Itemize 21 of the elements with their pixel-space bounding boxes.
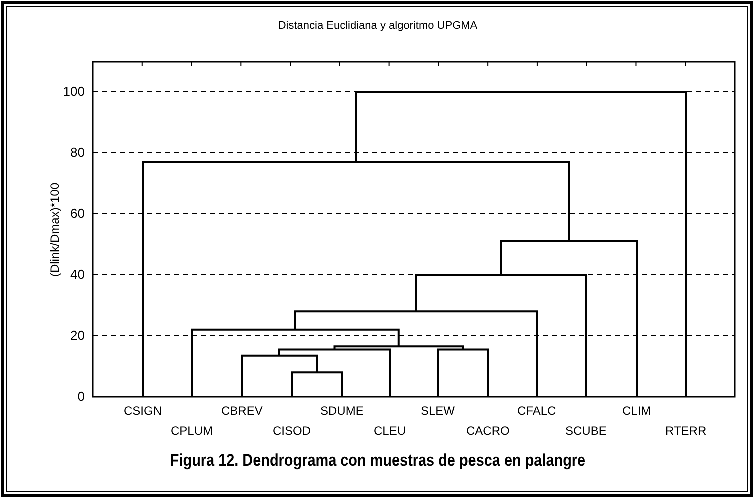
axis-tick-label: 20: [70, 328, 85, 343]
axis-tick-label: 60: [70, 206, 85, 221]
leaf-label: CSIGN: [124, 404, 162, 418]
leaf-label: RTERR: [666, 424, 707, 438]
chart-title: Distancia Euclidiana y algoritmo UPGMA: [277, 20, 479, 32]
leaf-label: CISOD: [273, 424, 312, 438]
axis-title: (Dlink/Dmax)*100: [48, 182, 62, 278]
leaf-label: SLEW: [421, 404, 456, 418]
leaf-label: CFALC: [518, 404, 556, 418]
leaf-label: CLEU: [374, 424, 406, 438]
leaf-label: CLIM: [622, 404, 652, 418]
axis-tick-label: 100: [63, 84, 85, 99]
axis-tick-label: 80: [70, 145, 85, 160]
leaf-label: SDUME: [320, 404, 364, 418]
figure-caption: Figura 12. Dendrograma con muestras de pesca en palangre: [169, 451, 587, 471]
leaf-label: SCUBE: [566, 424, 607, 438]
axis-tick-label: 0: [78, 389, 85, 404]
axis-tick-label: 40: [70, 267, 85, 282]
leaf-label: CACRO: [466, 424, 510, 438]
leaf-label: CPLUM: [171, 424, 214, 438]
leaf-label: CBREV: [222, 404, 263, 418]
